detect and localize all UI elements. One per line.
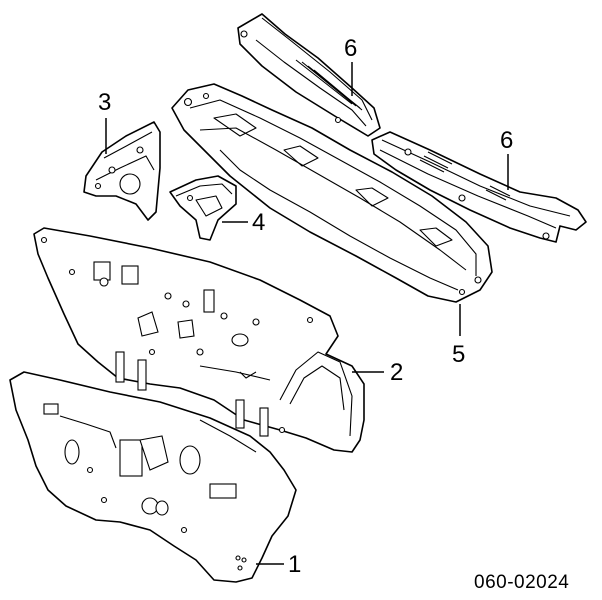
part-1-dash-insulator: [9, 371, 297, 583]
part-4-small-bracket: [169, 175, 237, 241]
callout-3: 3: [98, 89, 111, 116]
callout-labels: 1 2 3 4 5 6 6: [98, 35, 513, 578]
leader-lines: [105, 62, 509, 565]
part-5-cowl-top-panel: [171, 83, 493, 303]
callout-6b: 6: [500, 127, 513, 154]
callout-2: 2: [390, 359, 403, 386]
part-2-dash-panel: [33, 227, 365, 453]
diagram-code: 060-02024: [474, 572, 569, 593]
part-3-side-bracket: [83, 121, 161, 221]
callout-5: 5: [452, 341, 465, 368]
callout-4: 4: [252, 209, 265, 236]
callout-6a: 6: [344, 35, 357, 62]
part-6-lower-cowl-grille: [371, 131, 587, 243]
part-6-upper-cowl-grille: [237, 13, 381, 137]
callout-1: 1: [288, 551, 301, 578]
